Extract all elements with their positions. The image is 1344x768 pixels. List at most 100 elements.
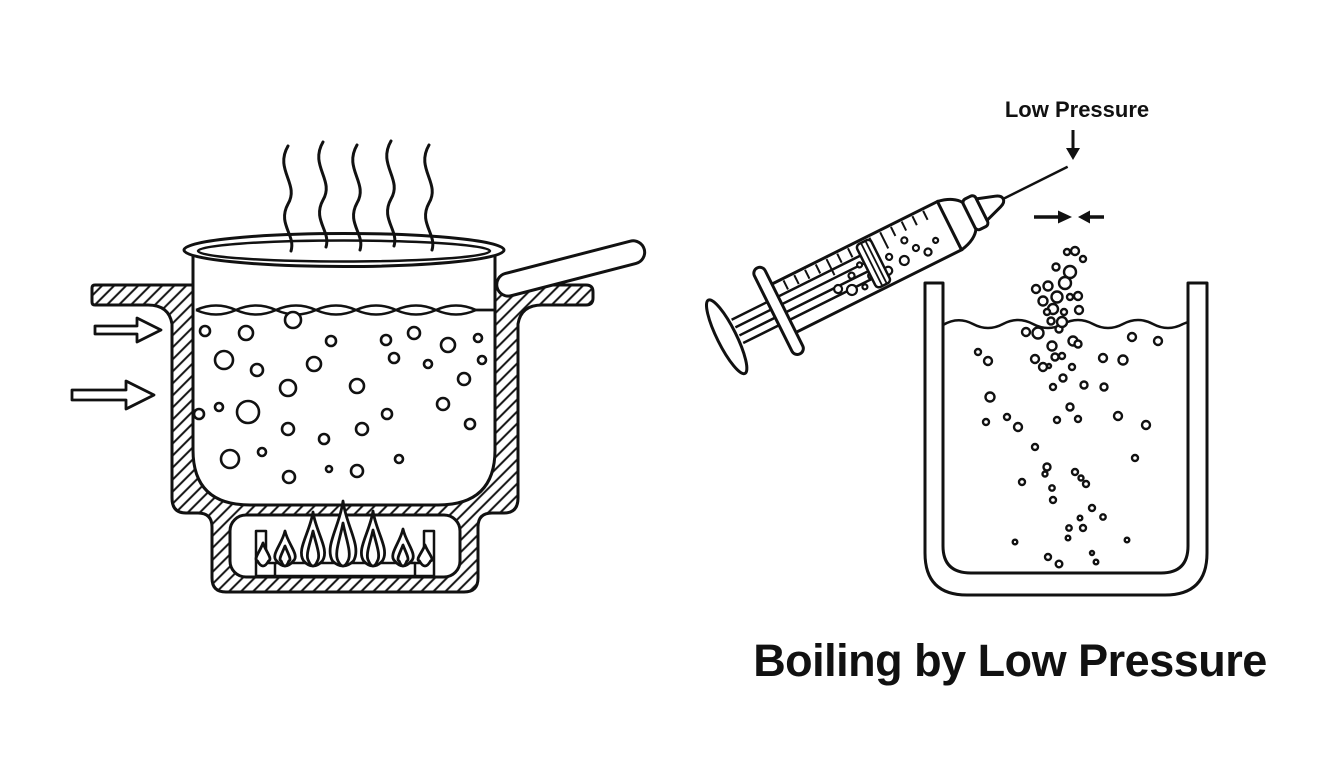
bubble bbox=[192, 407, 206, 421]
beaker-bubbles bbox=[973, 324, 1164, 569]
bubble bbox=[1123, 536, 1131, 544]
bubble bbox=[213, 401, 225, 413]
bubble bbox=[1020, 326, 1032, 338]
bubble bbox=[898, 254, 910, 267]
scale-tick bbox=[890, 226, 897, 237]
bubble bbox=[435, 396, 451, 412]
bubble bbox=[476, 354, 488, 366]
bubble bbox=[1046, 316, 1056, 326]
bubble bbox=[278, 378, 298, 398]
syringe-thumb-rest bbox=[705, 298, 749, 376]
syringe-needle bbox=[999, 165, 1069, 202]
scale-tick bbox=[879, 231, 890, 249]
bubble bbox=[847, 271, 856, 280]
bubble bbox=[422, 358, 434, 370]
bubble bbox=[1078, 254, 1088, 264]
bubble bbox=[317, 432, 331, 446]
converging-arrows-icon bbox=[1034, 210, 1104, 224]
bubble bbox=[1059, 307, 1069, 317]
pot-water-surface bbox=[195, 304, 494, 316]
pot-body bbox=[191, 252, 497, 507]
flame-icon bbox=[396, 543, 410, 568]
bubble bbox=[1078, 523, 1088, 533]
syringe-tip-cone bbox=[974, 194, 1006, 222]
bubble bbox=[305, 355, 323, 373]
bubble bbox=[213, 349, 235, 371]
bubble bbox=[832, 283, 844, 295]
pot-handle bbox=[495, 239, 647, 298]
bubble bbox=[1037, 295, 1049, 307]
bubble bbox=[1012, 421, 1024, 433]
bubble bbox=[1097, 352, 1109, 364]
bubble bbox=[1057, 275, 1073, 291]
bubble bbox=[1041, 470, 1049, 478]
bubble bbox=[1065, 524, 1073, 532]
steam-line bbox=[351, 143, 363, 252]
bubble bbox=[845, 283, 859, 297]
bubble bbox=[1088, 549, 1096, 557]
bubble bbox=[256, 446, 268, 458]
scale-tick bbox=[782, 280, 789, 290]
bubble bbox=[463, 417, 477, 431]
scale-tick bbox=[836, 253, 843, 264]
scale-tick bbox=[847, 247, 854, 258]
burner-flames bbox=[254, 499, 434, 568]
scale-tick bbox=[900, 221, 908, 231]
beaker bbox=[923, 281, 1209, 597]
steam-line bbox=[317, 140, 329, 249]
bubble bbox=[1081, 479, 1091, 489]
scale-tick bbox=[804, 269, 811, 280]
bubble bbox=[1046, 340, 1058, 352]
bubble bbox=[973, 347, 983, 357]
bubble bbox=[1126, 331, 1138, 343]
bubble bbox=[283, 310, 303, 330]
bubble bbox=[324, 334, 338, 348]
figure-title: Boiling by Low Pressure bbox=[753, 635, 1267, 686]
bubble bbox=[1099, 382, 1109, 392]
bubble bbox=[237, 324, 255, 342]
bubble bbox=[932, 236, 940, 245]
bubble bbox=[1058, 373, 1068, 383]
bubble bbox=[885, 252, 894, 262]
flame-icon bbox=[416, 543, 434, 568]
bubble bbox=[1031, 326, 1045, 340]
bubble bbox=[439, 336, 457, 354]
bubble bbox=[393, 453, 405, 465]
bubble bbox=[1017, 477, 1027, 487]
flame-icon bbox=[254, 541, 272, 568]
bubble bbox=[911, 243, 921, 253]
bubble bbox=[1030, 442, 1040, 452]
bubble bbox=[1130, 453, 1140, 463]
bubble bbox=[1140, 419, 1152, 431]
bubble bbox=[1030, 283, 1042, 295]
bubble bbox=[235, 399, 261, 425]
syringe-finger-flange bbox=[752, 265, 805, 356]
bubble bbox=[1050, 290, 1064, 304]
bubble bbox=[219, 448, 241, 470]
scale-tick bbox=[922, 210, 929, 221]
bubble bbox=[1048, 495, 1058, 505]
bubble bbox=[324, 464, 334, 474]
bubble bbox=[456, 371, 472, 387]
bubble bbox=[1099, 513, 1107, 521]
bubble bbox=[1045, 362, 1053, 370]
bubble bbox=[1042, 280, 1054, 292]
bubble bbox=[1042, 307, 1052, 317]
bubble bbox=[1079, 380, 1089, 390]
bubble bbox=[1152, 335, 1164, 347]
bubble bbox=[1077, 474, 1085, 482]
bubble bbox=[354, 421, 370, 437]
pot-rim-inner bbox=[196, 239, 492, 263]
scale-tick bbox=[814, 263, 822, 274]
bubble bbox=[1037, 361, 1049, 373]
bubble bbox=[923, 247, 933, 257]
bubble bbox=[1042, 462, 1052, 472]
bubble bbox=[1072, 290, 1084, 302]
bubble bbox=[380, 407, 394, 421]
bubble bbox=[1065, 292, 1075, 302]
low-pressure-figure: Low Pressure Boiling by Low Pressure bbox=[705, 97, 1267, 686]
bubble bbox=[1092, 558, 1100, 566]
bubble bbox=[379, 333, 393, 347]
flame-icon bbox=[335, 521, 351, 568]
